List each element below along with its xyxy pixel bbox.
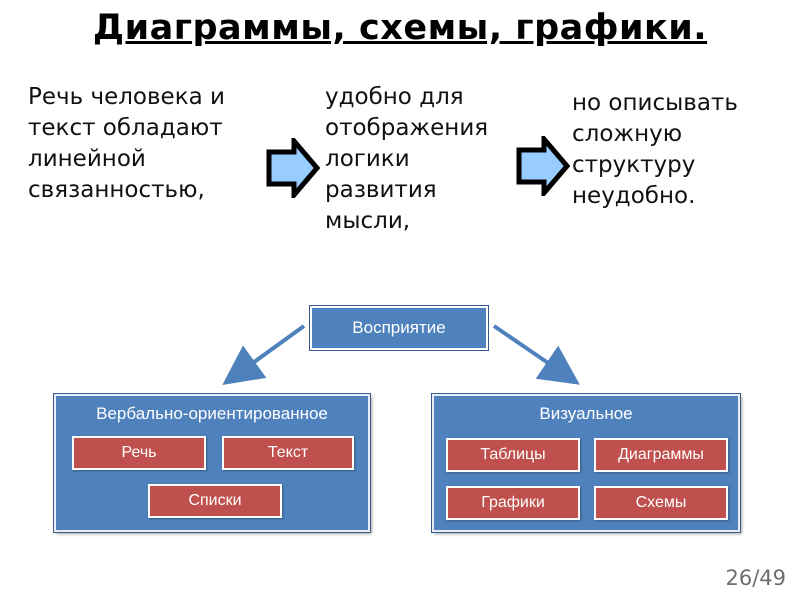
node-lists: Списки — [148, 484, 282, 518]
right-arrow-icon — [266, 138, 320, 198]
slide-title: Диаграммы, схемы, графики. — [92, 8, 708, 48]
group-verbal: Вербально-ориентированное Речь Текст Спи… — [53, 393, 371, 533]
text-line: структуру — [572, 152, 696, 178]
text-line: удобно для — [325, 84, 464, 110]
text-line: линейной — [28, 146, 146, 172]
text-column-2: удобно для отображения логики развития м… — [325, 82, 525, 237]
text-line: но описывать — [572, 90, 738, 116]
group-title: Визуальное — [539, 404, 633, 423]
text-line: развития — [325, 177, 437, 203]
diagram-root-node: Восприятие — [309, 305, 489, 351]
node-graphs: Графики — [446, 486, 580, 520]
node-schemes: Схемы — [594, 486, 728, 520]
group-title: Вербально-ориентированное — [96, 404, 328, 423]
text-line: мысли, — [325, 208, 411, 234]
text-line: неудобно. — [572, 183, 696, 209]
node-speech: Речь — [72, 436, 206, 470]
connector-right-arrow — [492, 324, 580, 385]
text-column-1: Речь человека и текст обладают линейной … — [28, 82, 278, 206]
text-line: связанностью, — [28, 177, 205, 203]
node-text: Текст — [222, 436, 354, 470]
node-diagrams: Диаграммы — [594, 438, 728, 472]
text-column-3: но описывать сложную структуру неудобно. — [572, 88, 797, 212]
connector-left-arrow — [222, 324, 306, 386]
group-visual: Визуальное Таблицы Диаграммы Графики Схе… — [431, 393, 741, 533]
text-line: отображения — [325, 115, 489, 141]
right-arrow-icon — [516, 136, 570, 196]
text-line: текст обладают — [28, 115, 223, 141]
text-line: сложную — [572, 121, 683, 147]
page-number: 26/49 — [725, 566, 786, 590]
node-tables: Таблицы — [446, 438, 580, 472]
text-line: Речь человека и — [28, 84, 225, 110]
text-line: логики — [325, 146, 410, 172]
